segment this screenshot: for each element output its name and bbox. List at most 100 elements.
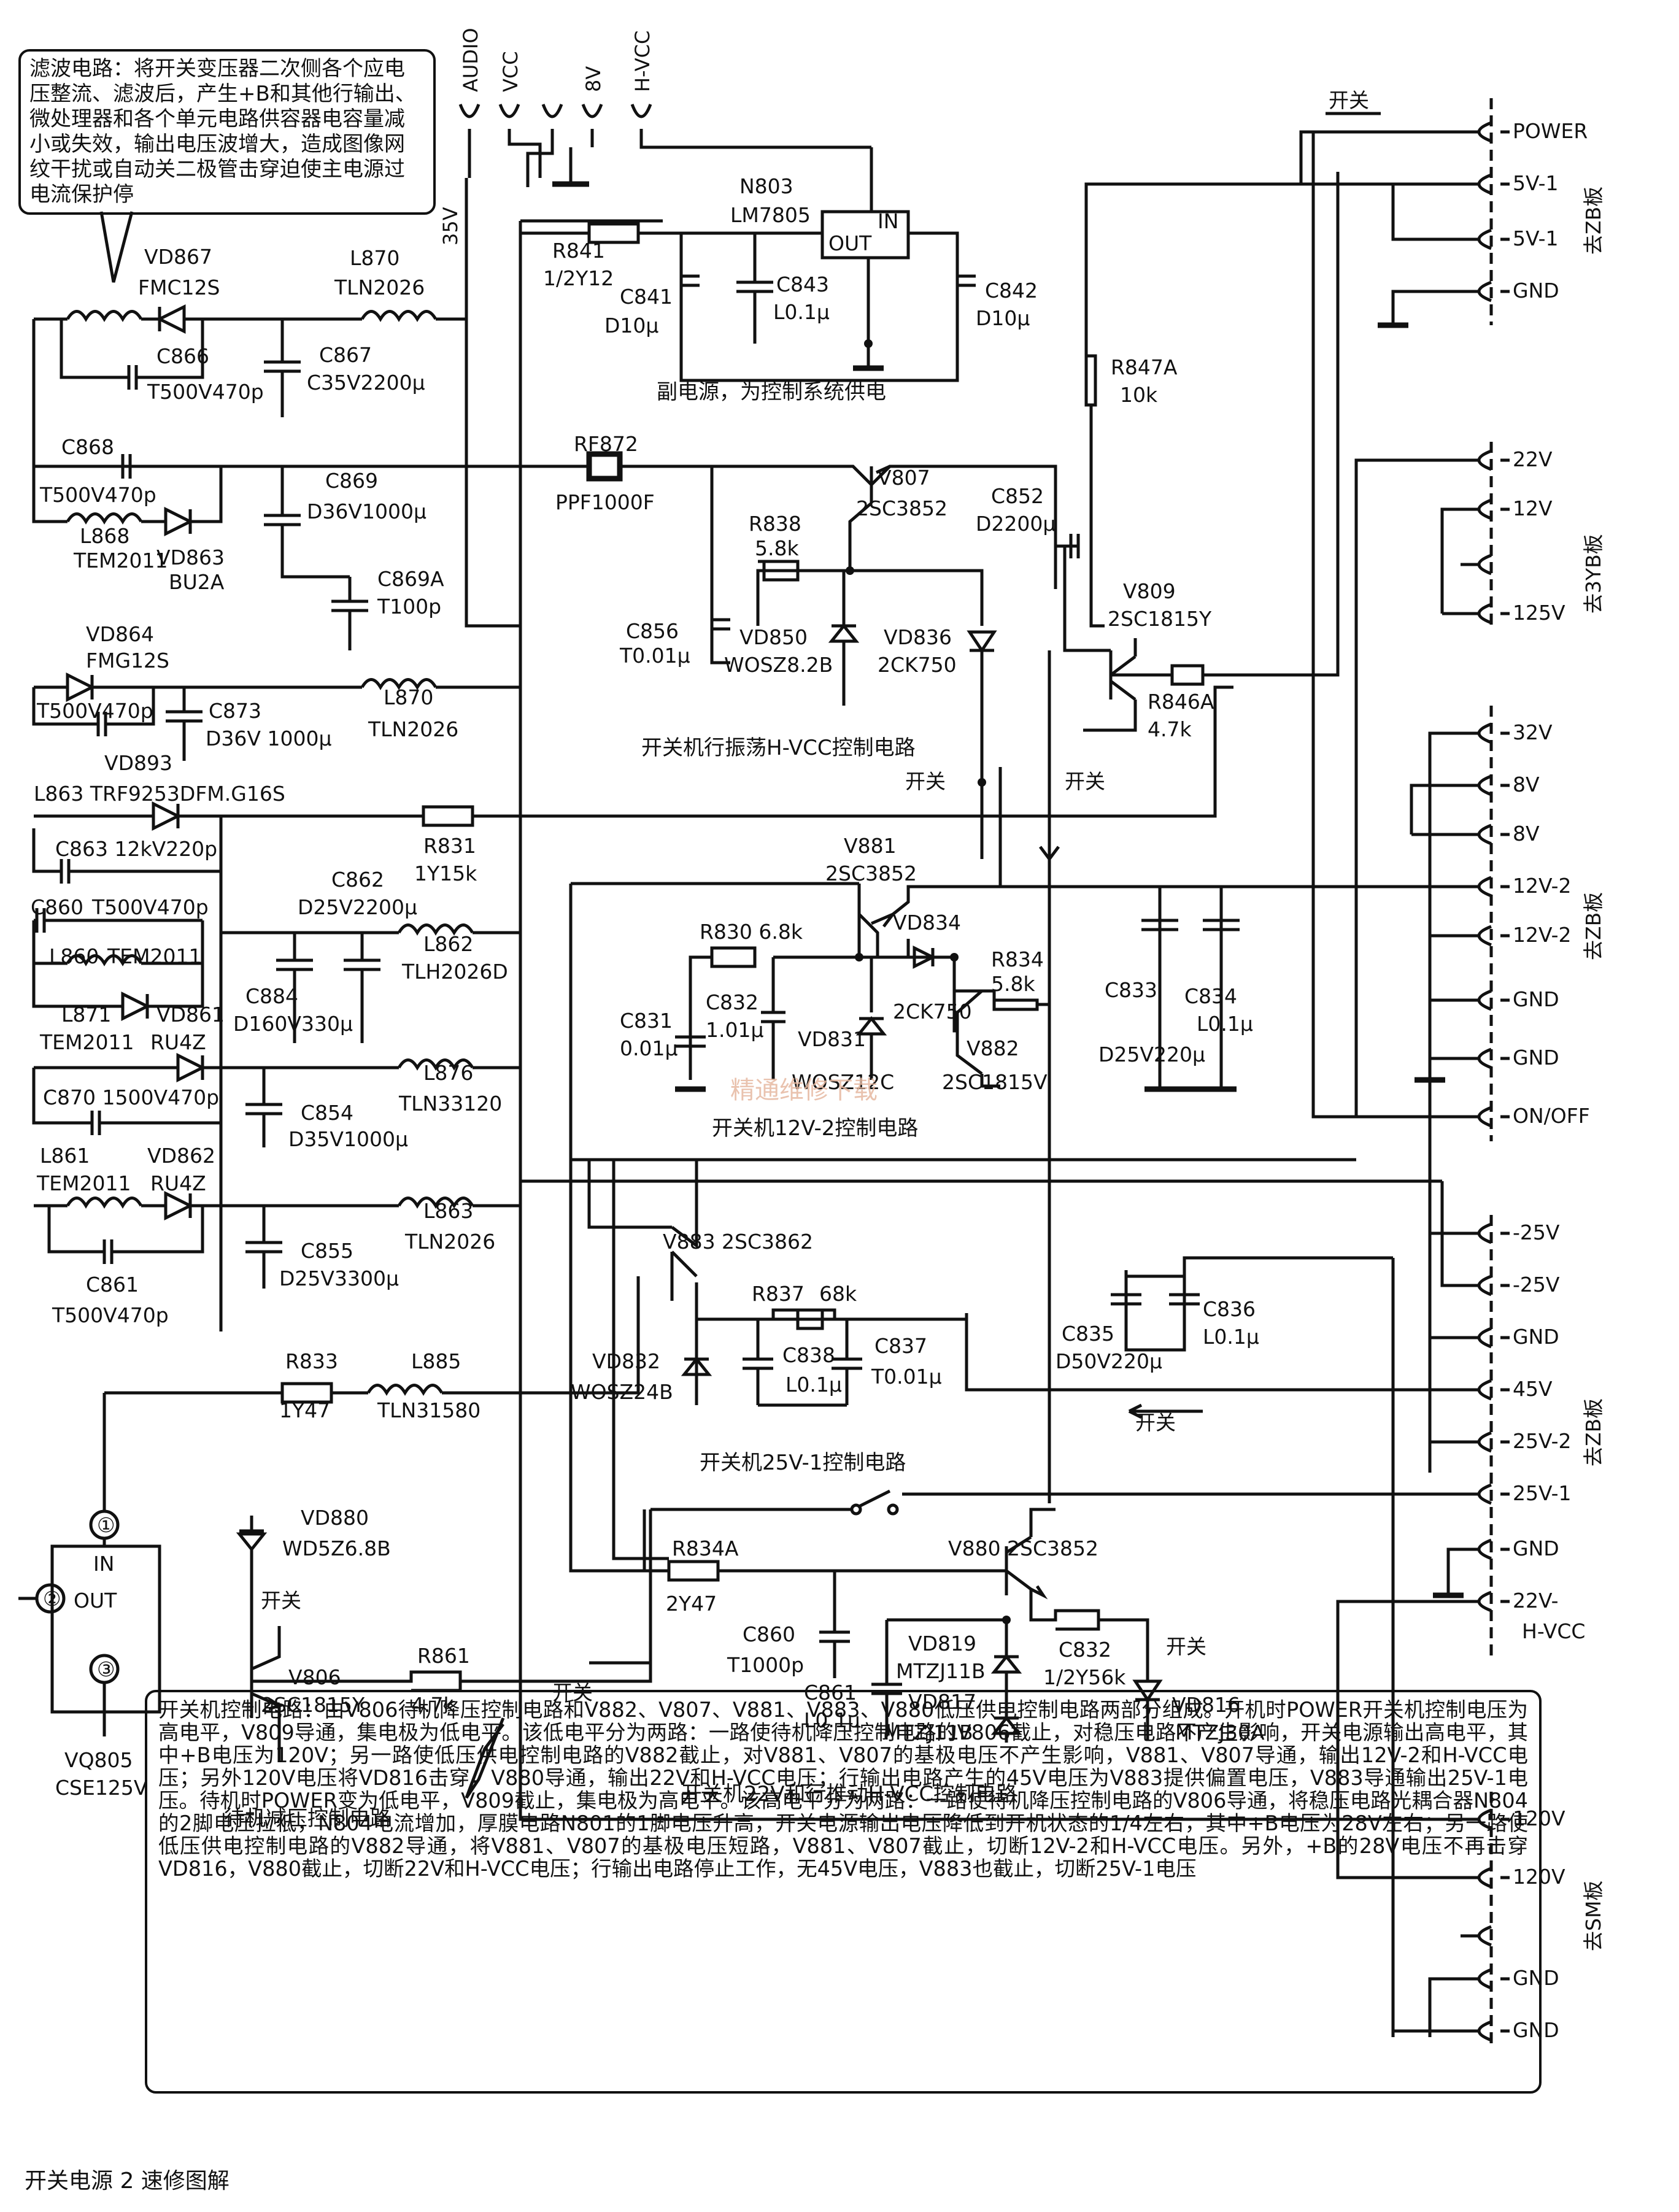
- vq805-value: CSE125V: [55, 1776, 148, 1800]
- zb2-pin-12v2b: 12V-2: [1430, 923, 1572, 947]
- c873-label: C873: [209, 699, 261, 723]
- c842-label: C842: [985, 279, 1038, 303]
- sm-pin-120vb-label: 120V: [1513, 1865, 1565, 1889]
- c843-value: L0.1μ: [773, 300, 830, 324]
- zb1-pin-power-label: POWER: [1513, 119, 1588, 143]
- c841-value: D10μ: [604, 314, 658, 337]
- connector-zb3: -25V -25V GND 45V 25V-2 25V-1 GND 22V-H-…: [902, 1215, 1605, 1694]
- zb2-pin-8va-label: 8V: [1513, 773, 1540, 796]
- c852-value: D2200μ: [976, 512, 1056, 536]
- c860a-value: T500V470p: [91, 895, 209, 919]
- c854-value: D35V1000μ: [288, 1127, 408, 1151]
- l862-label: L862: [423, 932, 473, 956]
- sm-pin-gnda-label: GND: [1513, 1966, 1559, 1990]
- zb1-pin-5v1b-label: 5V-1: [1513, 226, 1559, 250]
- v25-title: 开关机25V-1控制电路: [700, 1451, 906, 1475]
- zb2-pin-8vb: 8V: [1411, 822, 1540, 846]
- vd880-value: WD5Z6.8B: [282, 1536, 391, 1560]
- c855-value: D25V3300μ: [279, 1266, 399, 1290]
- l871-label: L871: [61, 1003, 111, 1027]
- c884-label: C884: [245, 984, 298, 1008]
- c867-label: C867: [319, 343, 372, 367]
- l870a-value: TLN2026: [334, 276, 425, 299]
- figure-caption: 开关电源 2 速修图解: [25, 2168, 230, 2194]
- zb3-pin-45v: 45V: [965, 1313, 1553, 1401]
- l863a-label: L863 TRF9253DFM.G16S: [34, 782, 285, 806]
- l885-value: TLN31580: [377, 1398, 481, 1422]
- zb1-pin-5v1a-label: 5V-1: [1513, 171, 1559, 195]
- l868-value: TEM2011: [73, 549, 168, 572]
- vq805-pin3: ③: [97, 1657, 115, 1681]
- c852-label: C852: [991, 484, 1044, 508]
- l868-label: L868: [80, 524, 129, 548]
- vd861-label: VD861: [156, 1003, 225, 1027]
- c869a-label: C869A: [377, 567, 444, 591]
- c854-label: C854: [301, 1101, 353, 1125]
- l885-r833: R833 1Y47 L885 TLN31580: [279, 1349, 481, 1422]
- c861b-value: L0.1μ: [804, 1708, 860, 1732]
- zb2-pin-gnda: GND: [1428, 987, 1559, 1080]
- sm-pin-120vb: 120V: [1477, 1865, 1565, 1889]
- zb3-pin-22vhvcc: 22V-H-VCC: [1336, 1589, 1585, 1694]
- c868-value: T500V470p: [39, 483, 156, 507]
- sm-pin-gnda: GND: [1428, 1966, 1559, 2037]
- switch-r861-label: 开关: [552, 1681, 593, 1705]
- yb3-pin-125v-label: 125V: [1513, 601, 1565, 625]
- rectifier-vd862-l876: C870 1500V470p L876 TLN33120 C854 D35V10…: [32, 1052, 520, 1151]
- vd867-value: FMC12S: [138, 276, 220, 299]
- vd816-label: VD816: [1172, 1693, 1240, 1717]
- c831-label: C831: [620, 1009, 673, 1033]
- rectifier-vd863: C868 T500V470p L868 TEM2011 VD863 BU2A C…: [32, 432, 825, 650]
- c860b-value: T1000p: [727, 1653, 804, 1677]
- zb2-pin-32v-label: 32V: [1513, 720, 1553, 744]
- c861b-label: C861: [804, 1681, 857, 1705]
- l876-value: TLN33120: [398, 1092, 502, 1116]
- sm-pin-gndb-label: GND: [1513, 2018, 1559, 2042]
- rectifier-vd861: C860 T500V470p L860 TEM2011 L871 TEM2011…: [31, 816, 520, 1054]
- zb1-board: 去ZB板: [1581, 187, 1605, 255]
- switch-hvcc-label: 开关: [905, 769, 946, 793]
- rail-35v-label: 35V: [439, 207, 462, 245]
- zb1-pin-gnd-label: GND: [1513, 279, 1559, 303]
- r833-value: 1Y47: [279, 1398, 330, 1422]
- vd817-value: MTZJ11B: [884, 1721, 973, 1744]
- c866-value: T500V470p: [147, 380, 264, 404]
- zb2-pin-8va: 8V: [1410, 773, 1540, 834]
- r834a-label: R834A: [672, 1536, 739, 1560]
- sm-pin-120va-label: 120V: [1513, 1806, 1565, 1830]
- r837-label: R837: [752, 1282, 805, 1306]
- circuit-25v1: V883 2SC3862 R837 68k C838 L0.1μ C837 T0…: [571, 1160, 1393, 1475]
- vd864-value: FMG12S: [86, 649, 169, 672]
- switch-standby-label: 开关: [261, 1589, 301, 1613]
- zb2-pin-gndb-label: GND: [1513, 1046, 1559, 1069]
- c834-value: L0.1μ: [1197, 1012, 1253, 1036]
- vd836-value: 2CK750: [878, 653, 957, 677]
- vd831-label: VD831: [798, 1027, 866, 1051]
- vd867-label: VD867: [144, 245, 212, 269]
- vd863-label: VD863: [156, 545, 225, 569]
- r841-value: 1/2Y12: [543, 266, 614, 290]
- zb3-pin-gnd2: GND: [1433, 1536, 1559, 1598]
- v22-title: 开关机22V和行推动H-VCC控制电路: [681, 1782, 1017, 1806]
- yb3-board: 去3YB板: [1581, 534, 1605, 614]
- aux-title: 副电源，为控制系统供电: [657, 380, 886, 404]
- yb3-pin-12v: 12V: [1440, 496, 1553, 614]
- vd816-value: MTZJ30A: [1175, 1721, 1265, 1744]
- l870b-label: L870: [384, 685, 433, 709]
- r838-label: R838: [749, 512, 801, 536]
- v880-label: V880 2SC3852: [948, 1536, 1098, 1560]
- r830-label: R830 6.8k: [700, 920, 803, 944]
- c884-value: D160V330μ: [233, 1012, 353, 1036]
- r847a-value: 10k: [1120, 383, 1158, 407]
- l860-value: TEM2011: [107, 944, 201, 968]
- l862-value: TLH2026D: [401, 960, 508, 984]
- vd862-value: RU4Z: [150, 1171, 206, 1195]
- vd834-label: VD834: [893, 911, 961, 935]
- vd819-label: VD819: [908, 1632, 976, 1655]
- c870-label: C870 1500V470p: [43, 1085, 219, 1109]
- switch-top: 开关: [1326, 88, 1381, 115]
- c836-label: C836: [1203, 1297, 1256, 1321]
- vd832-value: WOSZ24B: [571, 1380, 673, 1404]
- c834-label: C834: [1184, 984, 1237, 1008]
- vd832-label: VD832: [592, 1349, 660, 1373]
